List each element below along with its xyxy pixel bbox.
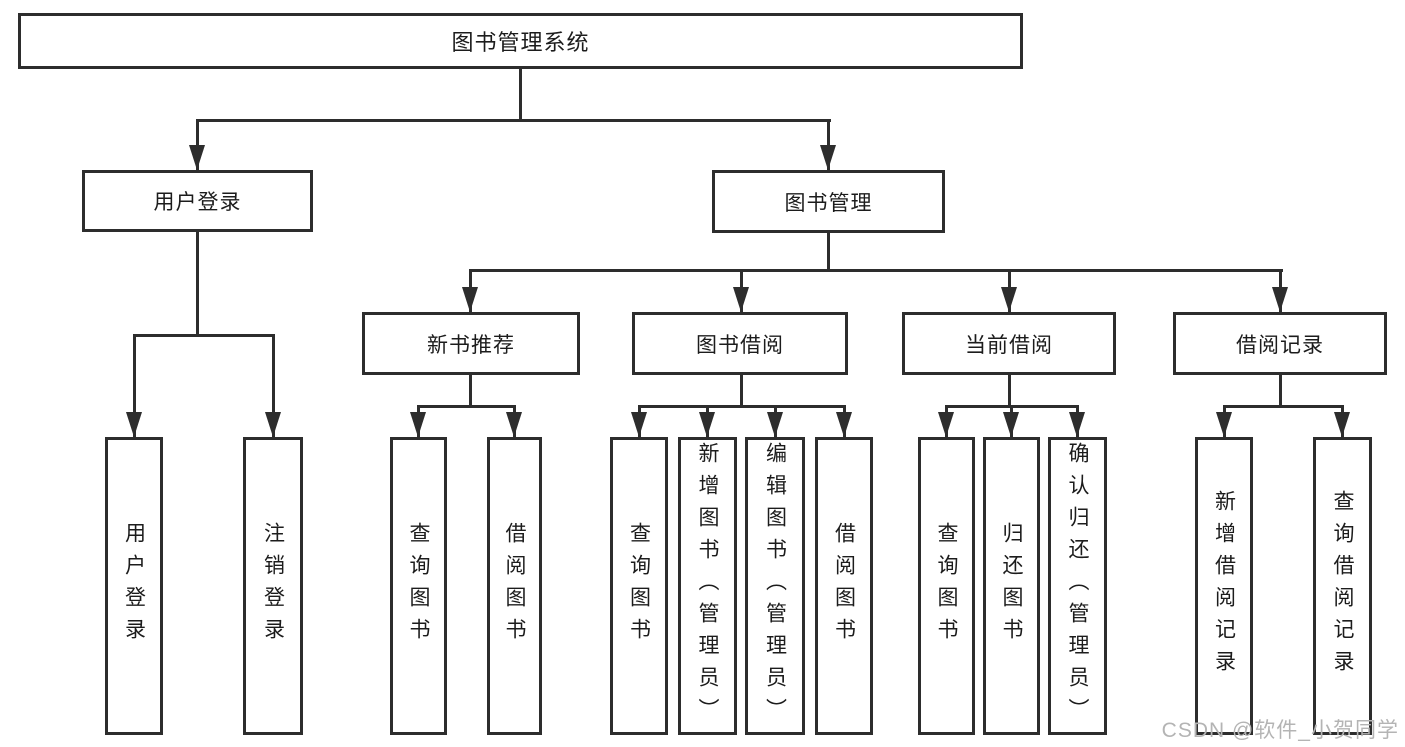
node-logout: 注销登录 bbox=[243, 437, 303, 735]
connector-line-vertical bbox=[1279, 375, 1282, 407]
node-label: 新增借阅记录 bbox=[1212, 490, 1236, 682]
node-book-mgmt: 图书管理 bbox=[712, 170, 945, 233]
node-user-login: 用户登录 bbox=[82, 170, 313, 232]
arrowhead-down-icon bbox=[938, 412, 954, 437]
node-bb-borrow-book: 借阅图书 bbox=[815, 437, 873, 735]
node-label: 归还图书 bbox=[1000, 522, 1023, 650]
arrowhead-down-icon bbox=[767, 412, 783, 437]
node-borrow-records: 借阅记录 bbox=[1173, 312, 1387, 375]
node-label: 查询图书 bbox=[627, 522, 651, 650]
arrowhead-down-icon bbox=[699, 412, 715, 437]
arrowhead-down-icon bbox=[126, 412, 142, 437]
node-current-borrow: 当前借阅 bbox=[902, 312, 1116, 375]
connector-line-horizontal bbox=[1223, 405, 1344, 408]
arrowhead-down-icon bbox=[820, 145, 836, 170]
node-bb-add-book: 新增图书（管理员） bbox=[678, 437, 737, 735]
arrowhead-down-icon bbox=[1001, 287, 1017, 312]
connector-line-vertical bbox=[519, 69, 522, 120]
arrowhead-down-icon bbox=[1069, 412, 1085, 437]
connector-line-horizontal bbox=[196, 119, 831, 122]
node-rec-query-book: 查询图书 bbox=[390, 437, 447, 735]
arrowhead-down-icon bbox=[462, 287, 478, 312]
node-bb-edit-book: 编辑图书（管理员） bbox=[745, 437, 805, 735]
node-root: 图书管理系统 bbox=[18, 13, 1023, 69]
node-label: 当前借阅 bbox=[965, 333, 1053, 357]
arrowhead-down-icon bbox=[1003, 412, 1019, 437]
arrowhead-down-icon bbox=[1216, 412, 1232, 437]
arrowhead-down-icon bbox=[189, 145, 205, 170]
connector-line-vertical bbox=[196, 232, 199, 337]
arrowhead-down-icon bbox=[410, 412, 426, 437]
node-label: 注销登录 bbox=[261, 522, 285, 650]
node-br-query-record: 查询借阅记录 bbox=[1313, 437, 1372, 735]
connector-line-vertical bbox=[133, 334, 136, 437]
arrowhead-down-icon bbox=[1272, 287, 1288, 312]
node-label: 用户登录 bbox=[153, 191, 242, 214]
node-label: 借阅记录 bbox=[1236, 333, 1324, 357]
node-label: 图书管理系统 bbox=[451, 30, 590, 55]
node-label: 借阅图书 bbox=[832, 522, 856, 650]
arrowhead-down-icon bbox=[836, 412, 852, 437]
connector-line-horizontal bbox=[133, 334, 275, 337]
node-label: 查询图书 bbox=[935, 522, 958, 650]
connector-line-horizontal bbox=[638, 405, 846, 408]
node-new-book-rec: 新书推荐 bbox=[362, 312, 580, 375]
connector-line-vertical bbox=[272, 334, 275, 437]
connector-line-vertical bbox=[1008, 375, 1011, 407]
arrowhead-down-icon bbox=[733, 287, 749, 312]
connector-line-vertical bbox=[827, 233, 830, 272]
arrowhead-down-icon bbox=[265, 412, 281, 437]
node-cb-return-book: 归还图书 bbox=[983, 437, 1040, 735]
connector-line-vertical bbox=[740, 375, 743, 407]
node-label: 图书借阅 bbox=[696, 333, 784, 357]
arrowhead-down-icon bbox=[631, 412, 647, 437]
node-book-borrow: 图书借阅 bbox=[632, 312, 848, 375]
connector-line-horizontal bbox=[417, 405, 516, 408]
node-label: 确认归还（管理员） bbox=[1066, 442, 1089, 730]
node-label: 新增图书（管理员） bbox=[696, 442, 719, 730]
node-label: 借阅图书 bbox=[503, 522, 526, 650]
node-login: 用户登录 bbox=[105, 437, 163, 735]
node-bb-query-book: 查询图书 bbox=[610, 437, 668, 735]
node-label: 新书推荐 bbox=[427, 333, 515, 357]
node-cb-confirm-return: 确认归还（管理员） bbox=[1048, 437, 1107, 735]
node-label: 编辑图书（管理员） bbox=[763, 442, 787, 730]
node-label: 图书管理 bbox=[784, 191, 873, 215]
connector-line-vertical bbox=[469, 375, 472, 407]
arrowhead-down-icon bbox=[1334, 412, 1350, 437]
node-label: 用户登录 bbox=[122, 522, 146, 650]
node-br-add-record: 新增借阅记录 bbox=[1195, 437, 1253, 735]
node-cb-query-book: 查询图书 bbox=[918, 437, 975, 735]
arrowhead-down-icon bbox=[506, 412, 522, 437]
node-label: 查询图书 bbox=[407, 522, 430, 650]
connector-line-vertical bbox=[827, 119, 830, 170]
watermark: CSDN @软件_小贺同学 bbox=[1161, 719, 1399, 742]
connector-line-vertical bbox=[196, 119, 199, 170]
connector-line-horizontal bbox=[469, 269, 1283, 272]
node-label: 查询借阅记录 bbox=[1331, 490, 1354, 682]
node-rec-borrow-book: 借阅图书 bbox=[487, 437, 542, 735]
